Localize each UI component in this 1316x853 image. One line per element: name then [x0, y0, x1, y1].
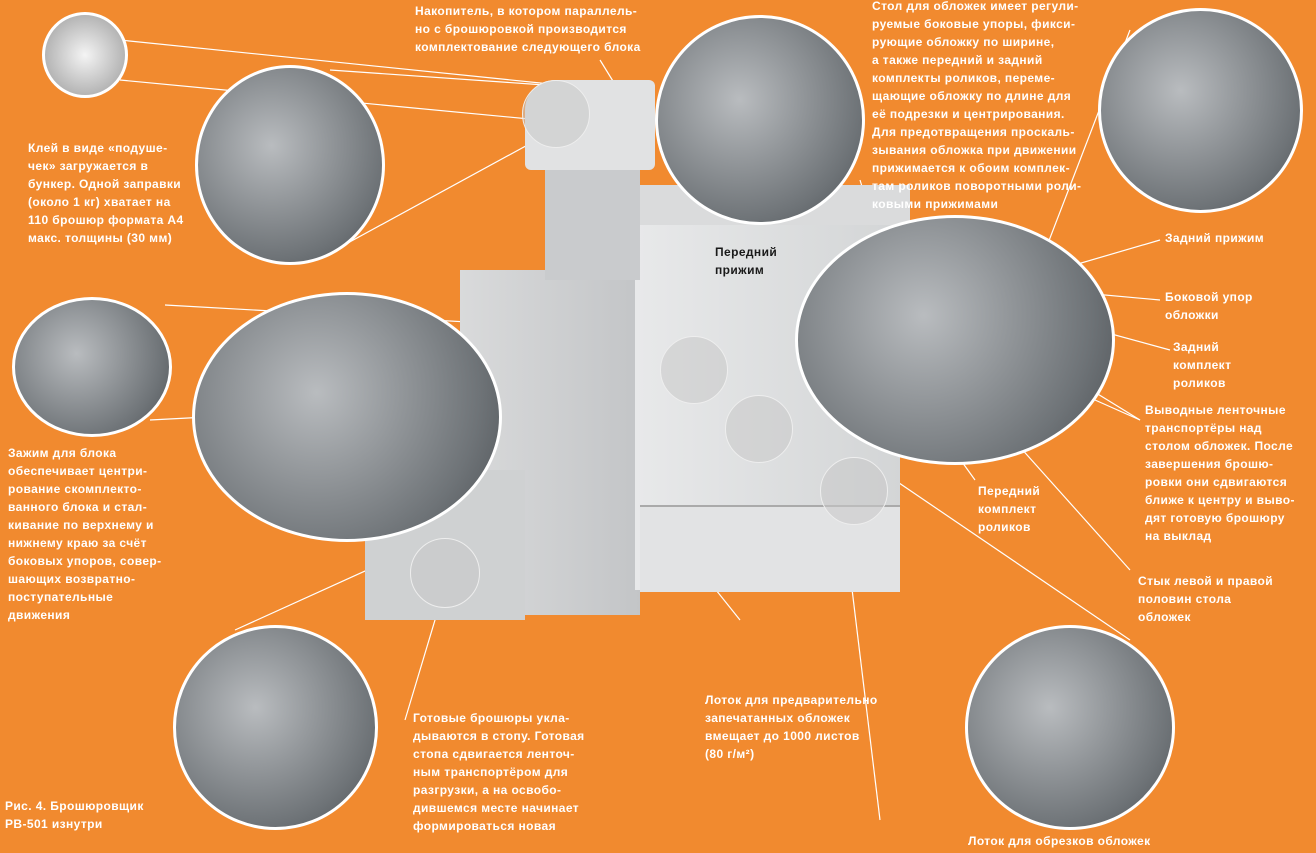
- label-side-stop: Боковой упор обложки: [1165, 290, 1253, 322]
- figure-caption: Рис. 4. Брошюровщик PB-501 изнутри: [5, 799, 144, 831]
- label-block-clamp: Зажим для блока обеспечивает центри- ров…: [8, 446, 162, 622]
- label-rear-clamp: Задний прижим: [1165, 231, 1265, 245]
- cover-table-clamp-photo: [655, 15, 865, 225]
- label-output-conveyors: Выводные ленточные транспортёры над стол…: [1145, 403, 1295, 543]
- magnifier-marker: [725, 395, 793, 463]
- label-cover-tray: Лоток для предварительно запечатанных об…: [705, 693, 878, 761]
- block-clamp-small-photo: [12, 297, 172, 437]
- cover-table-photo: [795, 215, 1115, 465]
- label-table-joint: Стык левой и правой половин стола обложе…: [1138, 574, 1274, 624]
- block-clamp-photo: [192, 292, 502, 542]
- magnifier-marker: [410, 538, 480, 608]
- label-rear-rollers: Задний комплект роликов: [1173, 340, 1232, 390]
- stacker-photo: [173, 625, 378, 830]
- label-glue: Клей в виде «подуше- чек» загружается в …: [28, 141, 184, 245]
- trim-tray-photo: [965, 625, 1175, 830]
- magnifier-marker: [820, 457, 888, 525]
- glue-pillows-photo: [42, 12, 128, 98]
- label-cover-table: Стол для обложек имеет регули- руемые бо…: [872, 0, 1082, 211]
- magnifier-marker: [660, 336, 728, 404]
- machine-tower: [545, 160, 640, 280]
- label-front-rollers: Передний комплект роликов: [978, 484, 1041, 534]
- label-trim-tray: Лоток для обрезков обложек: [968, 834, 1151, 848]
- label-stacker: Готовые брошюры укла- дываются в стопу. …: [413, 711, 585, 833]
- glue-hopper-photo: [195, 65, 385, 265]
- magnifier-marker: [522, 80, 590, 148]
- label-accumulator: Накопитель, в котором параллель- но с бр…: [415, 4, 641, 54]
- label-front-clamp: Передний прижим: [715, 245, 778, 277]
- rear-clamp-photo: [1098, 8, 1303, 213]
